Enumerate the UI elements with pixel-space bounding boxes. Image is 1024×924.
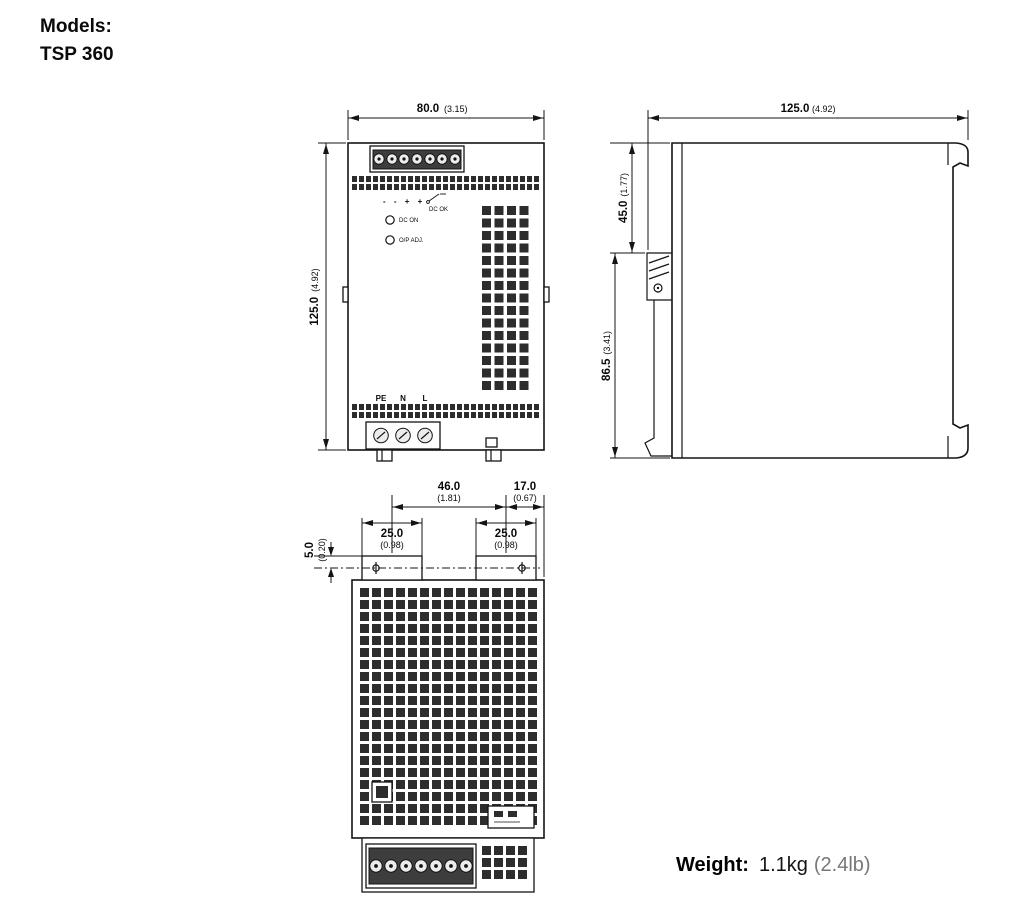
side-dim-width: 125.0 (4.92) [647, 103, 969, 250]
n-label: N [400, 394, 406, 403]
side-dim-width-mm: 125.0 [781, 103, 810, 115]
bottom-dim-offset-inch: (0.67) [513, 493, 537, 503]
bottom-dim-span-mm: 46.0 [438, 481, 460, 493]
front-bottom-detail [485, 437, 498, 448]
side-view: 125.0 (4.92) 45.0(1.77) 86.5(3.41) [601, 103, 969, 459]
front-body: - - + + DC OK DC ON O/P ADJ. PE N L [342, 142, 550, 462]
bottom-vent-grid [360, 588, 537, 825]
side-body [644, 142, 969, 459]
front-dim-width-inch: (3.15) [444, 104, 468, 114]
bottom-dim-tab-right-inch: (0.98) [494, 540, 518, 550]
weight-alt: (2.4lb) [813, 854, 871, 876]
front-left-notch [342, 286, 349, 303]
dc-on-label: DC ON [399, 218, 418, 224]
front-dim-width-mm: 80.0 [417, 103, 439, 115]
front-top-terminal-screws [373, 153, 461, 165]
front-feet [376, 449, 502, 462]
side-dim-width-inch: (4.92) [812, 104, 836, 114]
side-body-outline [671, 142, 969, 459]
weight-value: 1.1kg [758, 854, 808, 876]
bottom-view: 46.0 (1.81) 17.0 (0.67) 25.0 (0.98) [304, 481, 545, 893]
dc-ok-contact-icon [426, 193, 446, 204]
weight-label: Weight: [676, 854, 749, 876]
front-terminal-polarity: - - + + [383, 197, 425, 206]
bottom-dim-tab-left-mm: 25.0 [381, 528, 403, 540]
front-dim-height: 125.0(4.92) [309, 142, 346, 451]
bottom-dim-tab-right: 25.0 (0.98) [475, 518, 537, 556]
dc-on-led-icon [385, 215, 395, 225]
dc-ok-label: DC OK [429, 207, 448, 213]
bottom-label-area [487, 805, 535, 829]
bottom-dim-offset-mm: 17.0 [514, 481, 536, 493]
op-adj-label: O/P ADJ. [399, 238, 424, 244]
front-view: 80.0 (3.15) 125.0(4.92) [309, 103, 550, 462]
bottom-dim-depth: 5.0 (0.20) [304, 538, 362, 583]
bottom-terminal-vents [482, 846, 527, 879]
bottom-dim-tab-left-inch: (0.98) [380, 540, 404, 550]
models-label: Models: [40, 16, 112, 37]
front-dim-width: 80.0 (3.15) [347, 103, 545, 140]
bottom-terminal-screws [369, 859, 473, 873]
side-dim-lower-text: 86.5(3.41) [601, 331, 613, 381]
side-dim-upper-text: 45.0(1.77) [618, 173, 630, 223]
bottom-dim-span: 46.0 (1.81) [391, 481, 507, 553]
dc-on-indicator: DC ON [385, 215, 418, 225]
front-vent-grid [482, 206, 529, 390]
bracket-spring-icon [648, 255, 670, 264]
bottom-dim-offset: 17.0 (0.67) [506, 481, 545, 577]
op-adj-control: O/P ADJ. [385, 235, 424, 245]
din-rail-bracket [644, 252, 672, 457]
front-bottom-terminal [365, 421, 441, 450]
front-vent-row-top [352, 176, 539, 190]
pe-label: PE [376, 394, 387, 403]
model-name: TSP 360 [40, 43, 114, 65]
bottom-connector [371, 781, 393, 803]
bottom-dim-tab-left: 25.0 (0.98) [361, 518, 423, 556]
bottom-terminal-block [361, 837, 535, 893]
front-dim-height-text: 125.0(4.92) [309, 268, 321, 325]
front-right-notch [543, 286, 550, 303]
weight-note: Weight: 1.1kg(2.4lb) [676, 854, 871, 877]
bottom-body [314, 555, 545, 893]
bottom-dim-depth-mm: 5.0 [304, 542, 316, 558]
bottom-dim-tab-right-mm: 25.0 [495, 528, 517, 540]
front-top-terminal [369, 145, 465, 173]
page-header: Models: TSP 360 [40, 13, 114, 68]
bracket-screw-icon [653, 283, 663, 293]
bottom-dim-depth-inch: (0.20) [317, 538, 327, 562]
side-dim-lower: 86.5(3.41) [601, 253, 670, 459]
side-dim-upper: 45.0(1.77) [610, 142, 670, 254]
bottom-dim-span-inch: (1.81) [437, 493, 461, 503]
l-label: L [423, 394, 428, 403]
op-adj-pot-icon [385, 235, 395, 245]
front-vent-row-bottom [352, 404, 539, 418]
